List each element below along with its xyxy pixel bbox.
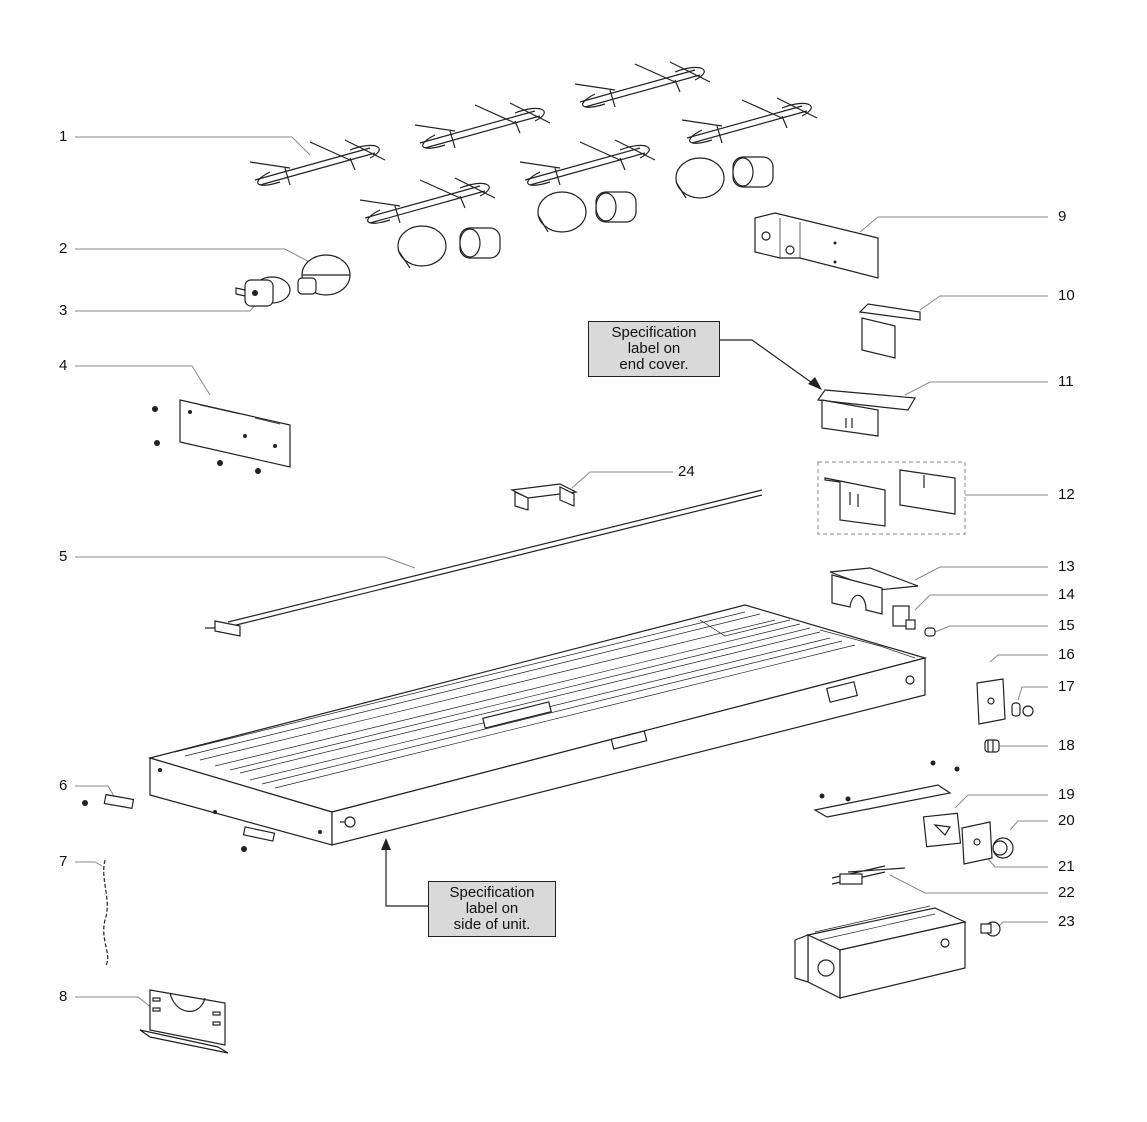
part-number-9: 9	[1058, 208, 1067, 225]
part-number-7: 7	[59, 853, 68, 870]
part-number-8: 8	[59, 988, 68, 1005]
part-number-20: 20	[1058, 812, 1075, 829]
main-housing	[147, 604, 928, 852]
part-number-22: 22	[1058, 884, 1075, 901]
part-number-3: 3	[59, 302, 68, 319]
callout-line: Specification	[449, 884, 535, 901]
knob-15	[924, 627, 936, 637]
part-number-24: 24	[678, 463, 695, 480]
control-box	[794, 905, 967, 999]
part-number-15: 15	[1058, 617, 1075, 634]
end-panel	[152, 399, 291, 474]
part-number-13: 13	[1058, 558, 1075, 575]
callout-line: label on	[627, 340, 681, 357]
part-number-1: 1	[59, 128, 68, 145]
plate-21	[961, 821, 993, 865]
cover-13	[829, 567, 919, 615]
part-number-2: 2	[59, 240, 68, 257]
end-cover	[816, 389, 916, 437]
nut-18	[984, 739, 1000, 753]
callout-arrows	[381, 339, 822, 907]
heating-rod	[205, 489, 763, 637]
part-number-6: 6	[59, 777, 68, 794]
part-number-12: 12	[1058, 486, 1075, 503]
wire-rack-group	[249, 61, 818, 224]
cover-plate-10	[858, 303, 921, 359]
part-number-11: 11	[1058, 373, 1074, 390]
control-plate	[754, 212, 879, 279]
mounting-bracket	[139, 989, 229, 1054]
part-number-4: 4	[59, 357, 68, 374]
leader-lines	[75, 136, 1048, 1009]
small-bracket	[509, 483, 579, 511]
part-number-17: 17	[1058, 678, 1075, 695]
part-12-group	[817, 461, 966, 535]
end-cover-label-callout: Specification label on end cover.	[588, 321, 720, 377]
grommet-17	[1011, 702, 1034, 717]
part-number-5: 5	[59, 548, 68, 565]
bottom-cover-plate	[813, 760, 960, 818]
knob-20	[992, 837, 1014, 859]
part-number-23: 23	[1058, 913, 1075, 930]
bulb-and-socket-group	[235, 156, 774, 307]
callout-line: label on	[465, 900, 519, 917]
small-plate	[82, 793, 135, 810]
plate-16	[976, 678, 1006, 725]
callout-line: side of unit.	[453, 916, 531, 933]
part-number-14: 14	[1058, 586, 1075, 603]
thermostat-19	[922, 812, 962, 848]
side-unit-label-callout: Specification label on side of unit.	[428, 881, 556, 937]
part-number-18: 18	[1058, 737, 1075, 754]
part-number-16: 16	[1058, 646, 1075, 663]
element-22	[831, 865, 906, 885]
chain	[103, 859, 109, 966]
switch-14	[892, 605, 916, 630]
callout-line: Specification	[611, 324, 697, 341]
part-number-21: 21	[1058, 858, 1075, 875]
part-number-19: 19	[1058, 786, 1075, 803]
knob-23	[980, 921, 1001, 937]
part-number-10: 10	[1058, 287, 1075, 304]
callout-line: end cover.	[619, 356, 689, 373]
